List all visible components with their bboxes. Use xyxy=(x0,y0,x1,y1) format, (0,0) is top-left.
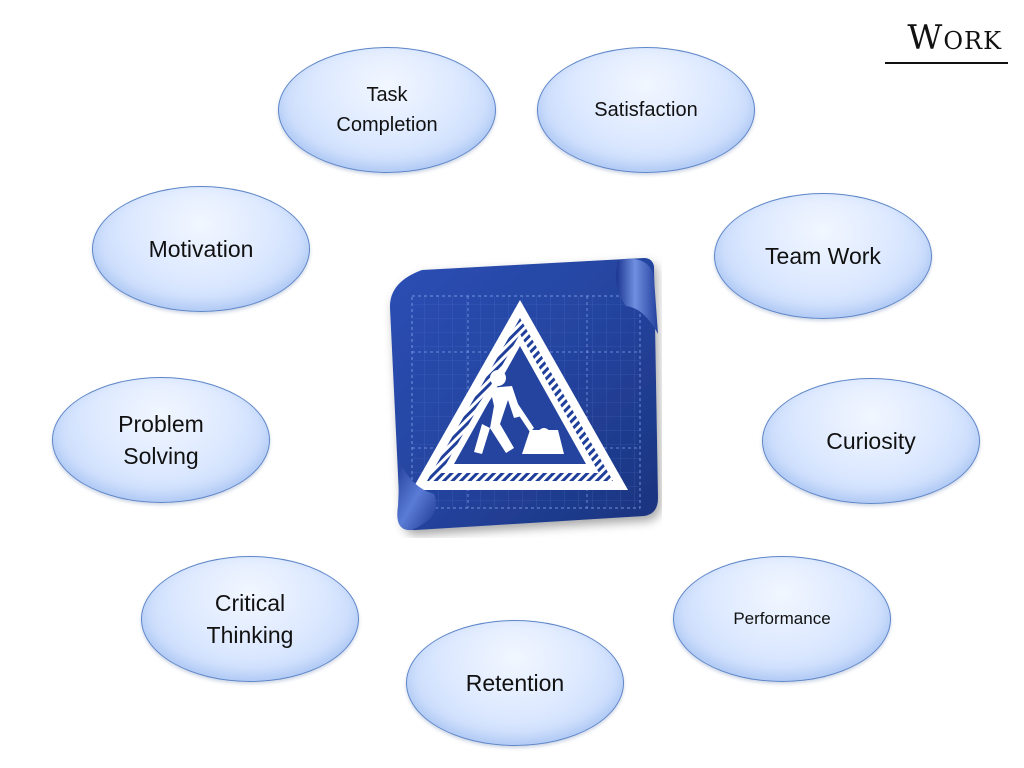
node-label: Team Work xyxy=(765,243,881,269)
node-performance: Performance xyxy=(673,556,891,682)
node-critical-thinking: Critical Thinking xyxy=(141,556,359,682)
node-label: Task Completion xyxy=(336,84,438,136)
node-satisfaction: Satisfaction xyxy=(537,47,755,173)
node-label: Curiosity xyxy=(826,428,916,454)
node-label: Problem Solving xyxy=(118,411,204,469)
men-at-work-warning-icon xyxy=(382,248,662,538)
page-title: Work xyxy=(885,18,1008,64)
node-team-work: Team Work xyxy=(714,193,932,319)
node-label: Critical Thinking xyxy=(206,590,294,648)
node-motivation: Motivation xyxy=(92,186,310,312)
node-label: Motivation xyxy=(148,236,254,262)
node-label: Performance xyxy=(733,609,831,628)
node-problem-solving: Problem Solving xyxy=(52,377,270,503)
node-task-completion: Task Completion xyxy=(278,47,496,173)
node-curiosity: Curiosity xyxy=(762,378,980,504)
node-label: Retention xyxy=(465,670,565,696)
node-retention: Retention xyxy=(406,620,624,746)
node-label: Satisfaction xyxy=(594,99,698,121)
